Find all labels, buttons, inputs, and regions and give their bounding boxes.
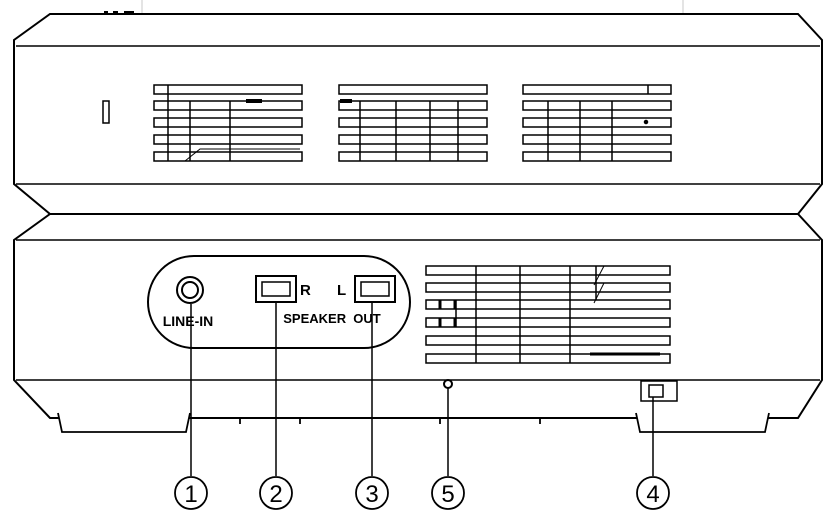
status-indicator-slot: [102, 100, 110, 124]
callout-number-2: 2: [269, 481, 282, 508]
side-slider-switch[interactable]: [640, 380, 678, 402]
callout-circle-4: [636, 476, 670, 510]
connector-panel: LINE-IN R L SPEAKER OUT: [147, 255, 411, 349]
callout-circle-5: [431, 476, 465, 510]
lower-vent: [425, 265, 671, 364]
upper-housing: [13, 11, 823, 215]
callout-markers: [174, 476, 670, 510]
callout-circle-3: [355, 476, 389, 510]
lower-housing: [13, 213, 823, 419]
speaker-right-label: R: [300, 282, 311, 299]
line-in-label: LINE-IN: [163, 313, 214, 329]
upper-vent-right: [522, 84, 672, 162]
speaker-out-label: SPEAKER OUT: [283, 311, 381, 326]
upper-vent-left: [153, 84, 303, 162]
callout-number-5: 5: [441, 481, 454, 508]
projector-feet: [57, 412, 770, 433]
callout-circle-2: [259, 476, 293, 510]
upper-vent-center: [338, 84, 488, 162]
callout-number-4: 4: [646, 481, 659, 508]
speaker-left-label: L: [337, 282, 346, 299]
speaker-out-left-port[interactable]: [354, 275, 396, 303]
callout-circle-1: [174, 476, 208, 510]
callout-number-3: 3: [365, 481, 378, 508]
callout-leaders: [190, 302, 654, 476]
line-in-jack[interactable]: [176, 276, 204, 304]
callout-number-1: 1: [184, 481, 197, 508]
